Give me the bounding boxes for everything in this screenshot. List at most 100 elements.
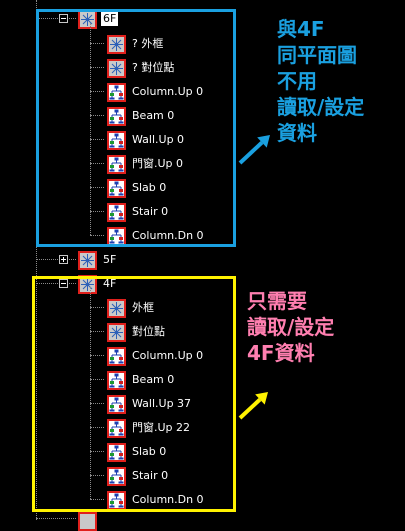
floor-label: 6F bbox=[101, 12, 119, 26]
layer-icon-frame bbox=[107, 178, 126, 198]
crosshair-view-icon-frame bbox=[78, 274, 97, 294]
layer-item-label: Stair 0 bbox=[132, 469, 169, 482]
crosshair-view-icon bbox=[110, 325, 123, 339]
layer-item-label: 門窗.Up 0 bbox=[132, 157, 184, 170]
tree-structure-layer-icon bbox=[109, 85, 124, 99]
layer-item[interactable]: Column.Up 0 bbox=[107, 81, 203, 103]
layer-item[interactable]: ? 對位點 bbox=[107, 57, 174, 79]
layer-item[interactable]: Beam 0 bbox=[107, 369, 174, 391]
arrow-yellow-icon bbox=[238, 392, 268, 420]
layer-item[interactable]: 對位點 bbox=[107, 321, 165, 343]
layer-item-label: Slab 0 bbox=[132, 445, 167, 458]
collapse-toggle[interactable] bbox=[59, 14, 68, 23]
layer-item[interactable]: Wall.Up 0 bbox=[107, 129, 184, 151]
tree-structure-layer-icon bbox=[109, 469, 124, 483]
tree-structure-layer-icon bbox=[109, 157, 124, 171]
tree-line bbox=[90, 287, 91, 499]
layer-item[interactable]: Stair 0 bbox=[107, 201, 168, 223]
layer-item[interactable]: Slab 0 bbox=[107, 177, 166, 199]
tree-line bbox=[90, 331, 104, 332]
layer-item-label: 外框 bbox=[132, 301, 154, 314]
layer-item[interactable]: 門窗.Up 0 bbox=[107, 153, 183, 175]
layer-item-label: Beam 0 bbox=[132, 373, 175, 386]
floor-label: 5F bbox=[103, 253, 117, 266]
tree-line bbox=[90, 115, 104, 116]
tree-structure-layer-icon bbox=[109, 373, 124, 387]
tree-structure-layer-icon bbox=[109, 493, 124, 507]
tree-line bbox=[90, 499, 104, 500]
tree-line bbox=[90, 211, 104, 212]
tree-structure-layer-icon bbox=[109, 133, 124, 147]
crosshair-view-icon-frame bbox=[107, 34, 126, 54]
expand-toggle[interactable] bbox=[59, 255, 68, 264]
layer-icon-frame bbox=[107, 82, 126, 102]
layer-item-label: Wall.Up 37 bbox=[132, 397, 192, 410]
tree-structure-layer-icon bbox=[109, 109, 124, 123]
tree-structure-layer-icon bbox=[109, 181, 124, 195]
tree-line bbox=[90, 307, 104, 308]
layer-icon-frame bbox=[107, 130, 126, 150]
annotation-line: 讀取/設定 bbox=[277, 95, 365, 119]
layer-item-label: Column.Dn 0 bbox=[132, 493, 204, 506]
layer-item-label: Wall.Up 0 bbox=[132, 133, 185, 146]
tree-line bbox=[36, 0, 37, 520]
annotation-line: 只需要 bbox=[247, 289, 307, 313]
crosshair-view-icon bbox=[110, 37, 123, 51]
layer-icon-frame bbox=[107, 394, 126, 414]
layer-item[interactable]: ? 外框 bbox=[107, 33, 163, 55]
annotation-line: 資料 bbox=[277, 121, 317, 145]
tree-structure-layer-icon bbox=[109, 397, 124, 411]
tree-structure-layer-icon bbox=[109, 349, 124, 363]
layer-icon-frame bbox=[107, 202, 126, 222]
floor-label: 4F bbox=[103, 277, 117, 290]
tree-line bbox=[90, 475, 104, 476]
annotation-line: 4F資料 bbox=[247, 341, 315, 365]
tree-line bbox=[36, 18, 76, 19]
layer-item[interactable]: Stair 0 bbox=[107, 465, 168, 487]
crosshair-view-icon bbox=[81, 253, 94, 267]
tree-line bbox=[90, 91, 104, 92]
highlight-box-blue bbox=[36, 9, 236, 247]
layer-item[interactable]: Slab 0 bbox=[107, 441, 166, 463]
layer-item-label: Column.Up 0 bbox=[132, 349, 204, 362]
layer-icon-frame bbox=[107, 442, 126, 462]
layer-item[interactable]: Beam 0 bbox=[107, 105, 174, 127]
layer-icon-frame bbox=[107, 466, 126, 486]
tree-line bbox=[90, 379, 104, 380]
tree-structure-layer-icon bbox=[109, 229, 124, 243]
annotation-line: 讀取/設定 bbox=[247, 315, 335, 339]
crosshair-view-icon bbox=[81, 12, 94, 26]
tree-line bbox=[90, 23, 91, 235]
layer-item[interactable]: 外框 bbox=[107, 297, 154, 319]
crosshair-view-icon bbox=[110, 301, 123, 315]
crosshair-view-icon-frame bbox=[107, 322, 126, 342]
crosshair-view-icon-frame bbox=[78, 250, 97, 270]
layer-item[interactable]: Column.Dn 0 bbox=[107, 489, 204, 511]
layer-item-label: Beam 0 bbox=[132, 109, 175, 122]
tree-line bbox=[90, 235, 104, 236]
layer-item-label: Slab 0 bbox=[132, 181, 167, 194]
layer-item-label: 門窗.Up 22 bbox=[132, 421, 191, 434]
tree-structure-layer-icon bbox=[109, 205, 124, 219]
layer-icon-frame bbox=[107, 370, 126, 390]
layer-icon-frame bbox=[107, 490, 126, 510]
tree-line bbox=[36, 283, 76, 284]
annotation-line: 與4F bbox=[277, 17, 325, 41]
arrow-blue-icon bbox=[238, 135, 270, 165]
collapse-toggle[interactable] bbox=[59, 279, 68, 288]
layer-item-label: ? 外框 bbox=[132, 37, 164, 50]
tree-line bbox=[90, 139, 104, 140]
tree-line bbox=[90, 403, 104, 404]
layer-item[interactable]: Column.Up 0 bbox=[107, 345, 203, 367]
annotation-line: 同平面圖 bbox=[277, 43, 357, 67]
layer-item[interactable]: Wall.Up 37 bbox=[107, 393, 191, 415]
tree-line bbox=[90, 163, 104, 164]
tree-line bbox=[36, 518, 76, 519]
floor-node-4F[interactable]: 4F bbox=[78, 273, 116, 295]
layer-item[interactable]: 門窗.Up 22 bbox=[107, 417, 190, 439]
layer-icon-frame bbox=[107, 346, 126, 366]
tree-line bbox=[90, 355, 104, 356]
floor-node-5F[interactable]: 5F bbox=[78, 249, 116, 271]
